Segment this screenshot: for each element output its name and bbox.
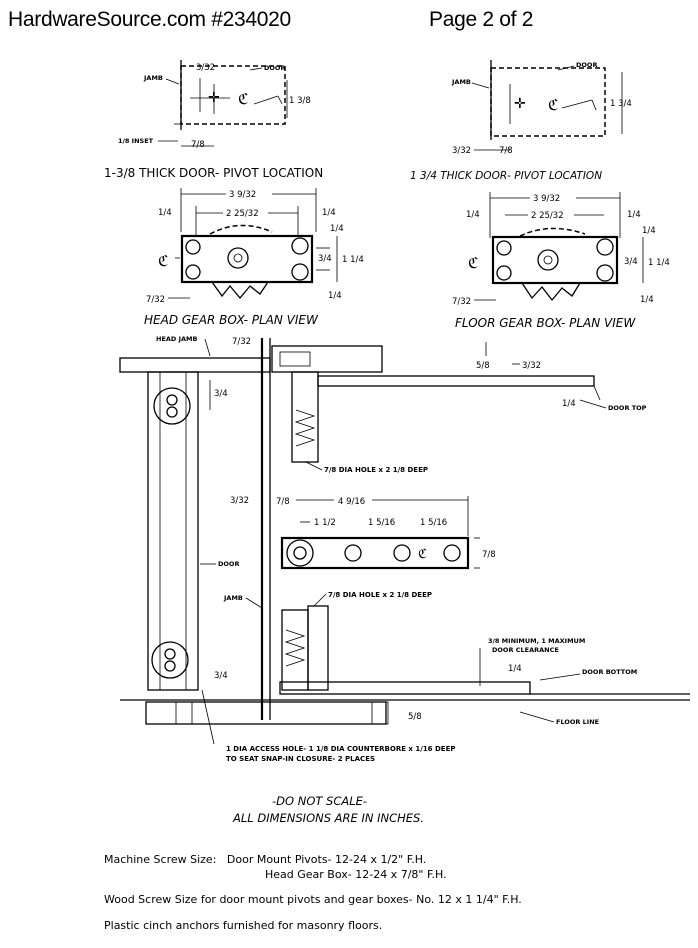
access-hole-line1: 1 DIA ACCESS HOLE- 1 1/8 DIA COUNTERBORE… [226, 745, 456, 753]
dim-4916: 4 9/16 [338, 497, 365, 507]
top-332-dim: 3/32 [522, 361, 541, 371]
dim-78-right: 7/8 [482, 550, 496, 560]
door-top-label: DOOR TOP [608, 404, 647, 412]
dim-1516a: 1 5/16 [368, 518, 395, 528]
gear-right-overall: 3 9/32 [533, 194, 560, 204]
door-top-dim: 1/4 [562, 399, 576, 409]
pivot-left-offset: 7/8 [191, 140, 205, 150]
footer-line4: Plastic cinch anchors furnished for maso… [104, 919, 383, 932]
svg-text:ℭ: ℭ [418, 547, 427, 562]
upper-34-dim: 3/4 [214, 389, 228, 399]
lower-34-dim: 3/4 [214, 671, 228, 681]
pivot-left-door-label: DOOR [264, 64, 285, 72]
pivot-left-jamb-label: JAMB [143, 74, 163, 82]
pivot-right-offset: 7/8 [499, 146, 513, 156]
gear-left-inner: 2 25/32 [226, 209, 259, 219]
svg-text:ℭ: ℭ [468, 254, 479, 272]
clearance-line1: 3/8 MINIMUM, 1 MAXIMUM [488, 637, 585, 645]
door-bottom-label: DOOR BOTTOM [582, 668, 637, 676]
gear-right-top: 1/4 [642, 226, 656, 236]
svg-text:✛: ✛ [514, 96, 526, 112]
pivot-location-left: ✛ ℭ 3/32 DOOR JAMB 1 3/8 1/8 INSET 7/8 1… [104, 60, 323, 180]
gear-left-title: HEAD GEAR BOX- PLAN VIEW [144, 313, 319, 327]
svg-text:✛: ✛ [208, 90, 220, 106]
left-332-dim: 3/32 [230, 496, 249, 506]
dim-112: 1 1/2 [314, 518, 336, 528]
pivot-left-gap: 3/32 [196, 63, 215, 73]
gear-right-bottom: 1/4 [640, 295, 654, 305]
jamb-label: JAMB [223, 594, 243, 602]
pivot-left-inset: 1/8 INSET [118, 137, 154, 145]
dim-1516b: 1 5/16 [420, 518, 447, 528]
gear-right-height: 1 1/4 [648, 258, 670, 268]
upper-hole-label: 7/8 DIA HOLE x 2 1/8 DEEP [324, 466, 428, 474]
elevation-view: HEAD JAMB 7/32 3/4 3/4 5/8 3/32 1/4 D [119, 335, 690, 763]
top-gap-dim: 7/32 [232, 337, 251, 347]
lower-hole-label: 7/8 DIA HOLE x 2 1/8 DEEP [328, 591, 432, 599]
gear-left-side-left: 1/4 [158, 208, 172, 218]
pivot-left-title: 1-3/8 THICK DOOR- PIVOT LOCATION [104, 166, 323, 180]
footer-line3: Wood Screw Size for door mount pivots an… [104, 893, 522, 906]
pivot-right-gap: 3/32 [452, 146, 471, 156]
floor-gear-box: 3 9/32 2 25/32 1/4 1/4 ℭ 1/4 3/4 1 1/4 1… [452, 192, 670, 330]
gear-right-mid: 3/4 [624, 257, 638, 267]
gear-left-overall: 3 9/32 [229, 190, 256, 200]
pivot-right-thickness: 1 3/4 [610, 99, 632, 109]
gear-right-inset: 7/32 [452, 297, 471, 307]
svg-text:ℭ: ℭ [548, 96, 559, 114]
head-gear-box: 3 9/32 2 25/32 1/4 1/4 ℭ 1/4 3/4 1 1/4 1… [144, 188, 364, 327]
gear-left-bottom: 1/4 [328, 291, 342, 301]
head-jamb-label: HEAD JAMB [156, 335, 197, 343]
gear-left-mid: 3/4 [318, 254, 332, 264]
pivot-right-door-label: DOOR [576, 61, 597, 69]
gear-left-inset: 7/32 [146, 295, 165, 305]
footer-line1: Machine Screw Size: Door Mount Pivots- 1… [104, 853, 427, 866]
pivot-right-jamb-label: JAMB [451, 78, 471, 86]
gear-right-side-left: 1/4 [466, 210, 480, 220]
gear-left-side-right: 1/4 [322, 208, 336, 218]
svg-text:ℭ: ℭ [158, 252, 169, 270]
bottom-dim: 1/4 [508, 664, 522, 674]
access-hole-line2: TO SEAT SNAP-IN CLOSURE- 2 PLACES [226, 755, 375, 763]
top-58-dim: 5/8 [476, 361, 490, 371]
inches-note: ALL DIMENSIONS ARE IN INCHES. [232, 811, 424, 825]
gear-right-side-right: 1/4 [627, 210, 641, 220]
pivot-location-right: ✛ ℭ DOOR JAMB 1 3/4 3/32 7/8 1 3/4 THICK… [410, 60, 632, 182]
gear-right-inner: 2 25/32 [531, 211, 564, 221]
clearance-line2: DOOR CLEARANCE [492, 646, 559, 654]
page-number: Page 2 of 2 [429, 8, 534, 31]
floor-line-label: FLOOR LINE [556, 718, 599, 726]
dim-78: 7/8 [276, 497, 290, 507]
pivot-left-thickness: 1 3/8 [289, 96, 311, 106]
svg-text:ℭ: ℭ [238, 90, 249, 108]
do-not-scale-note: -DO NOT SCALE- [272, 794, 367, 808]
door-label: DOOR [218, 560, 239, 568]
floor-58-dim: 5/8 [408, 712, 422, 722]
pivot-right-title: 1 3/4 THICK DOOR- PIVOT LOCATION [410, 170, 602, 182]
gear-left-top: 1/4 [330, 224, 344, 234]
gear-left-height: 1 1/4 [342, 255, 364, 265]
gear-right-title: FLOOR GEAR BOX- PLAN VIEW [455, 316, 636, 330]
footer-line2: Head Gear Box- 12-24 x 7/8" F.H. [265, 868, 447, 881]
source-header: HardwareSource.com #234020 [8, 8, 291, 31]
